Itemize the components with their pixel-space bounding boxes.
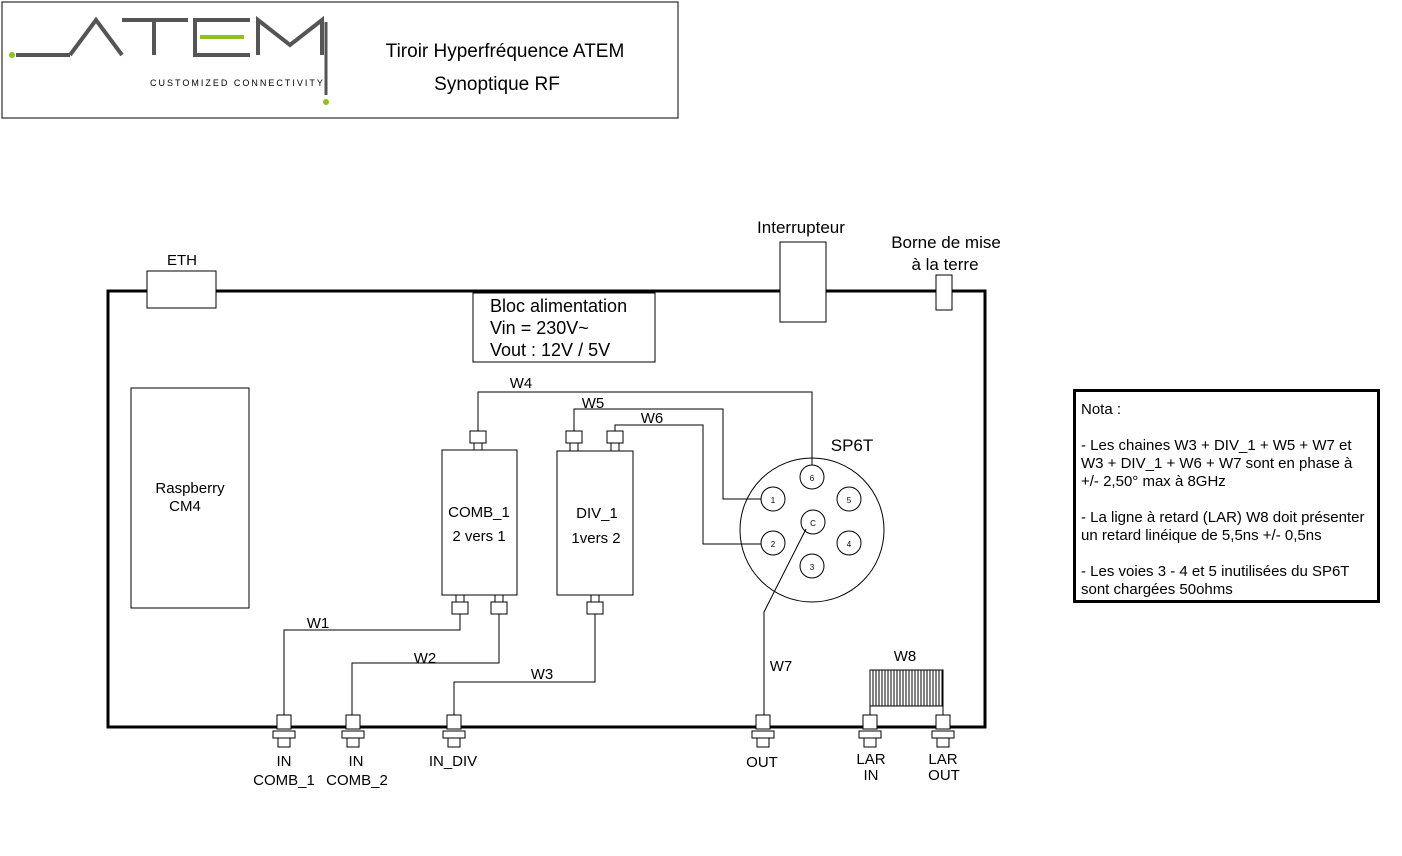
- svg-text:COMB_1: COMB_1: [253, 772, 315, 789]
- power-supply-block: [472, 292, 656, 363]
- interrupteur-label: Interrupteur: [757, 218, 845, 237]
- svg-text:LAR: LAR: [856, 751, 885, 768]
- power-switch: [779, 241, 827, 323]
- comb1-combiner: [441, 449, 518, 596]
- wire-w2: [351, 614, 500, 715]
- div1-input-connector: [586, 601, 604, 615]
- svg-text:1: 1: [771, 496, 776, 505]
- sp6t-port-3: [799, 553, 825, 579]
- note-item-phase: - Les chaines W3 + DIV_1 + W5 + W7 et W3…: [1081, 437, 1353, 490]
- port-lar-in: LAR IN: [856, 714, 886, 784]
- svg-text:5: 5: [847, 496, 852, 505]
- port-in-comb2: IN COMB_2: [326, 714, 388, 789]
- comb1-input1-connector: [451, 601, 469, 615]
- chassis-outline: [106, 289, 987, 729]
- note-box: Nota : - Les chaines W3 + DIV_1 + W5 + W…: [1073, 389, 1380, 603]
- wire-w7: [763, 528, 807, 715]
- svg-text:IN: IN: [864, 767, 879, 784]
- diagram-title: Tiroir Hyperfréquence ATEM: [386, 41, 625, 62]
- eth-connector: [146, 270, 217, 309]
- psu-title: Bloc alimentation: [490, 296, 627, 316]
- div1-divider: [556, 450, 634, 596]
- comb1-label: COMB_1: [448, 504, 510, 521]
- wire-w3-label: W3: [531, 666, 554, 683]
- wire-w5-label: W5: [582, 395, 605, 412]
- wire-w6: [614, 424, 761, 545]
- sp6t-port-5: [836, 486, 862, 512]
- diagram-subtitle: Synoptique RF: [434, 74, 560, 95]
- logo-dot: [9, 52, 15, 58]
- note-title: Nota :: [1081, 401, 1122, 418]
- note-item-delay-line: - La ligne à retard (LAR) W8 doit présen…: [1081, 509, 1365, 544]
- svg-text:LAR: LAR: [928, 751, 957, 768]
- wire-w3: [453, 614, 596, 715]
- port-in-comb1: IN COMB_1: [253, 714, 315, 789]
- title-block: CUSTOMIZED CONNECTIVITY Tiroir Hyperfréq…: [1, 1, 679, 119]
- sp6t-port-4: [836, 530, 862, 556]
- div1-output1-connector: [565, 430, 583, 444]
- svg-text:COMB_2: COMB_2: [326, 772, 388, 789]
- note-item-unused-ports: - Les voies 3 - 4 et 5 inutilisées du SP…: [1081, 563, 1350, 598]
- raspberry-label-line2: CM4: [169, 498, 201, 515]
- wire-w1-label: W1: [307, 615, 330, 632]
- sp6t-port-common: [800, 509, 826, 535]
- svg-text:C: C: [810, 519, 816, 528]
- svg-text:3: 3: [810, 563, 815, 572]
- div1-label: DIV_1: [576, 505, 618, 522]
- comb1-output-connector: [469, 430, 487, 444]
- svg-text:2: 2: [771, 540, 776, 549]
- port-out: OUT: [746, 714, 778, 771]
- title-block-frame: [1, 1, 679, 119]
- wire-w1: [283, 614, 461, 715]
- svg-text:IN_DIV: IN_DIV: [429, 753, 477, 770]
- ground-label-line1: Borne de mise: [891, 233, 1001, 252]
- wire-w2-label: W2: [414, 650, 437, 667]
- comb1-sublabel: 2 vers 1: [452, 528, 505, 545]
- logo-tagline: CUSTOMIZED CONNECTIVITY: [150, 78, 325, 88]
- div1-sublabel: 1vers 2: [571, 530, 620, 547]
- svg-text:IN: IN: [349, 753, 364, 770]
- eth-label: ETH: [167, 252, 197, 269]
- svg-text:6: 6: [810, 474, 815, 483]
- psu-vin: Vin = 230V~: [490, 318, 589, 338]
- sp6t-switch: 6 5 4 3 2 1 C SP6T: [739, 436, 885, 603]
- sp6t-label: SP6T: [831, 436, 874, 455]
- atem-logo: CUSTOMIZED CONNECTIVITY: [9, 15, 329, 105]
- svg-text:IN: IN: [277, 753, 292, 770]
- wire-w4: [477, 391, 813, 465]
- wire-w6-label: W6: [641, 410, 664, 427]
- svg-text:OUT: OUT: [746, 754, 778, 771]
- ground-terminal: [935, 274, 953, 311]
- logo-letter-a: [68, 16, 124, 57]
- port-in-div: IN_DIV: [429, 714, 477, 770]
- wire-w7-label: W7: [770, 658, 793, 675]
- comb1-input2-connector: [490, 601, 508, 615]
- svg-text:4: 4: [847, 540, 852, 549]
- wire-w4-label: W4: [510, 375, 533, 392]
- port-lar-out: LAR OUT: [928, 714, 960, 784]
- raspberry-cm4-module: [130, 387, 250, 609]
- raspberry-label-line1: Raspberry: [155, 480, 225, 497]
- svg-text:OUT: OUT: [928, 767, 960, 784]
- sp6t-port-2: [760, 530, 786, 556]
- wire-w8-label: W8: [894, 648, 917, 665]
- wire-w5: [573, 408, 761, 500]
- ground-label-line2: à la terre: [911, 255, 978, 274]
- div1-output2-connector: [606, 430, 624, 444]
- wire-w8-delay-line: W8: [869, 648, 944, 715]
- psu-vout: Vout : 12V / 5V: [490, 340, 610, 360]
